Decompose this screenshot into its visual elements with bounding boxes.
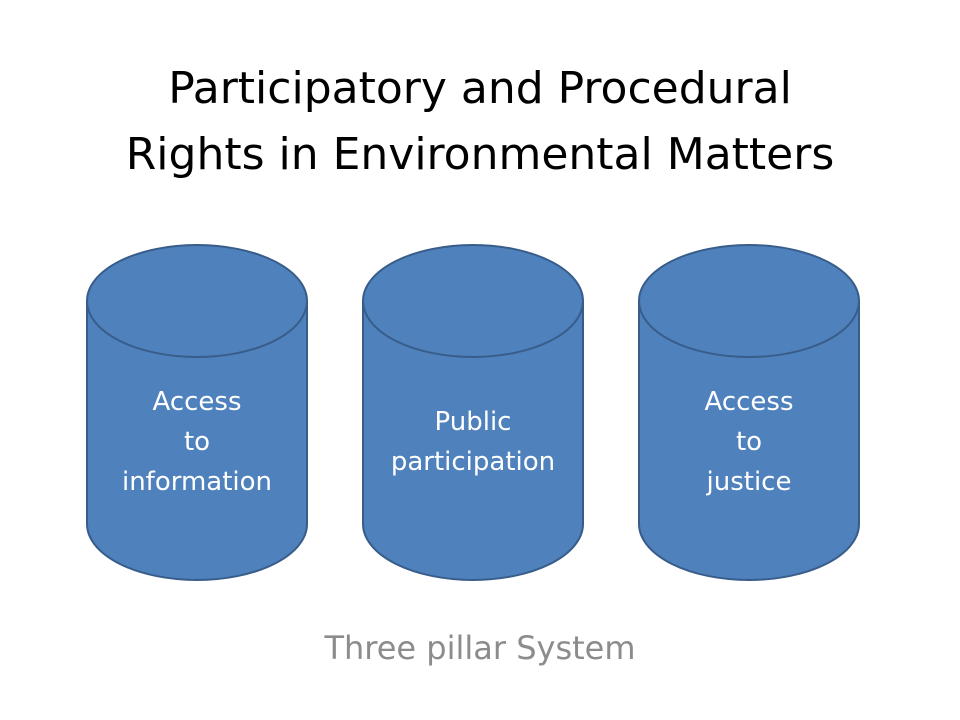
- pillar-2-body: [362, 301, 584, 581]
- slide-title-line-2: Rights in Environmental Matters: [125, 129, 835, 180]
- pillar-2-label-line-2: participation: [390, 447, 556, 477]
- pillar-1-body: [86, 301, 308, 581]
- pillar-1-top: [86, 244, 308, 358]
- pillar-3-label-line-3: justice: [706, 467, 792, 497]
- pillar-public-participation: [362, 244, 584, 581]
- pillar-access-to-justice: [638, 244, 860, 581]
- pillar-3-label-line-1: Access: [704, 387, 794, 417]
- pillar-3-top: [638, 244, 860, 358]
- pillar-2-top: [362, 244, 584, 358]
- pillar-3-label: Access to justice: [639, 382, 859, 502]
- pillar-1-label-line-3: information: [121, 467, 273, 497]
- pillar-2-label: Public participation: [363, 402, 583, 482]
- pillar-2-label-line-1: Public: [434, 407, 512, 437]
- slide-title: Participatory and Procedural Rights in E…: [40, 56, 920, 188]
- slide-subtitle: Three pillar System: [324, 629, 636, 667]
- pillar-1-label: Access to information: [87, 382, 307, 502]
- pillar-3-label-line-2: to: [735, 427, 763, 457]
- pillar-3-body: [638, 301, 860, 581]
- slide-title-line-1: Participatory and Procedural: [168, 63, 792, 114]
- pillar-access-to-information: [86, 244, 308, 581]
- pillar-1-label-line-1: Access: [152, 387, 242, 417]
- pillar-1-label-line-2: to: [183, 427, 211, 457]
